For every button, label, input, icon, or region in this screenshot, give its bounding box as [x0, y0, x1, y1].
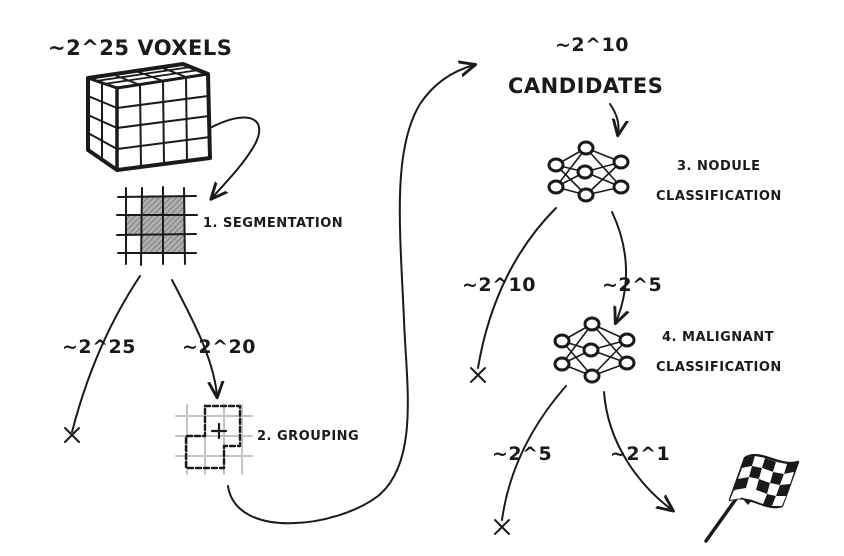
- segmentation-discard-count: ~2^25: [62, 336, 137, 358]
- grouping-label: 2. GROUPING: [257, 429, 360, 444]
- malignant-keep-count: ~2^1: [610, 443, 671, 465]
- cube-to-segmentation-arrow: [209, 116, 261, 198]
- nodule-discard-count: ~2^10: [462, 274, 537, 296]
- voxel-cube-icon: [86, 62, 212, 172]
- nodule-classification-label-line2: CLASSIFICATION: [656, 189, 782, 204]
- nodule-discard-line: [477, 207, 557, 369]
- segmentation-keep-count: ~2^20: [182, 336, 257, 358]
- neural-network-icon: [547, 140, 630, 203]
- candidate-count-label: ~2^10: [555, 34, 630, 56]
- malignant-discard-line: [501, 385, 567, 521]
- nodule-classification-label-line1: 3. NODULE: [677, 159, 761, 174]
- segmentation-label: 1. SEGMENTATION: [203, 216, 344, 231]
- segmentation-to-grouping-arrow: [171, 279, 217, 396]
- grouping-to-candidates-arrow: [227, 65, 474, 525]
- discard-x-icon: [470, 367, 486, 383]
- nodule-to-malignant-arrow: [611, 211, 626, 322]
- grouping-grid-icon: [175, 404, 253, 475]
- malignant-discard-count: ~2^5: [492, 443, 553, 465]
- checkered-flag-icon: [704, 453, 800, 543]
- segmentation-grid-icon: [116, 186, 198, 266]
- candidates-label: CANDIDATES: [508, 74, 664, 98]
- segmentation-discard-line: [71, 275, 141, 433]
- candidates-to-nodule-arrow: [609, 103, 619, 134]
- neural-network-icon: [553, 316, 636, 384]
- discard-x-icon: [494, 519, 510, 535]
- malignant-classification-label-line1: 4. MALIGNANT: [662, 330, 774, 345]
- discard-x-icon: [64, 427, 80, 443]
- nodule-keep-count: ~2^5: [602, 274, 663, 296]
- malignant-classification-label-line2: CLASSIFICATION: [656, 360, 782, 375]
- voxel-count-label: ~2^25 VOXELS: [48, 36, 233, 60]
- malignant-to-flag-arrow: [603, 391, 672, 510]
